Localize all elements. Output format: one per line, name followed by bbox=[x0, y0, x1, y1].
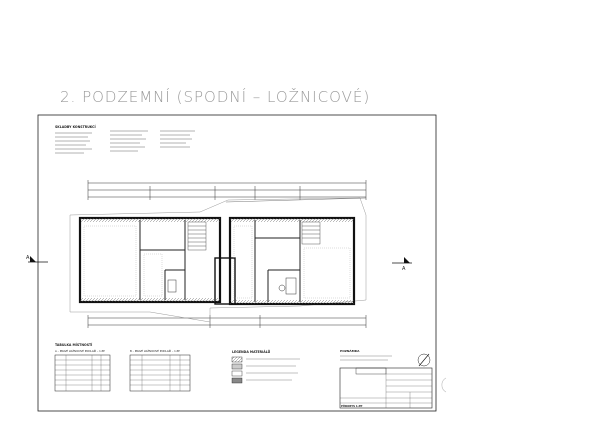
sheet-heading: 2. PODZEMNÍ (SPODNÍ – LOŽNICOVÉ) bbox=[60, 88, 371, 106]
svg-text:B – PRAVÉ LOŽNICOVÉ PODLAŽÍ –: B – PRAVÉ LOŽNICOVÉ PODLAŽÍ – 1.PP bbox=[130, 348, 180, 353]
svg-text:PŮDORYS 1.PP: PŮDORYS 1.PP bbox=[341, 403, 363, 408]
section-marker-right: A bbox=[392, 257, 412, 272]
north-arrow-icon bbox=[417, 353, 431, 367]
top-dimensions bbox=[87, 180, 367, 200]
svg-text:LEGENDA MATERIÁLŮ: LEGENDA MATERIÁLŮ bbox=[232, 349, 271, 354]
slope-line bbox=[225, 197, 367, 203]
materials-legend: LEGENDA MATERIÁLŮ bbox=[231, 349, 300, 384]
section-marker-left: A bbox=[26, 255, 48, 263]
bottom-dimensions bbox=[87, 315, 367, 328]
svg-text:A: A bbox=[26, 255, 30, 261]
scan-artifact bbox=[441, 377, 447, 393]
notes-block: POZNÁMKA bbox=[340, 348, 392, 361]
svg-text:A: A bbox=[402, 266, 406, 272]
building-walls bbox=[78, 216, 356, 306]
sheet-frame bbox=[37, 114, 437, 412]
svg-text:TABULKA MÍSTNOSTÍ: TABULKA MÍSTNOSTÍ bbox=[55, 342, 93, 347]
title-block: PŮDORYS 1.PP bbox=[339, 367, 433, 409]
svg-text:POZNÁMKA: POZNÁMKA bbox=[340, 348, 360, 353]
room-tables: TABULKA MÍSTNOSTÍ A – PRAVÉ LOŽNICOVÉ PO… bbox=[54, 342, 191, 392]
legend-title: SKLADBY KONSTRUKCÍ bbox=[55, 124, 96, 129]
construction-legend: SKLADBY KONSTRUKCÍ bbox=[55, 124, 195, 154]
svg-text:A – PRAVÉ LOŽNICOVÉ PODLAŽÍ –: A – PRAVÉ LOŽNICOVÉ PODLAŽÍ – 1.PP bbox=[55, 348, 105, 353]
